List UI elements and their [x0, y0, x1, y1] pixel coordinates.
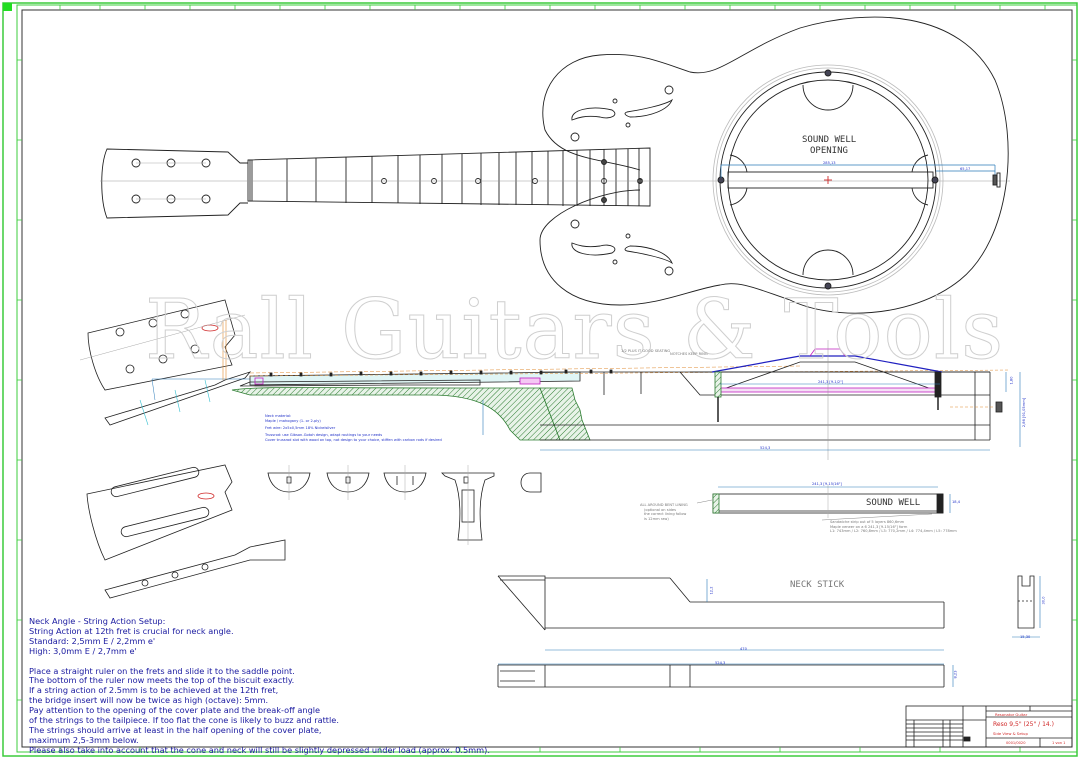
dim-side-total: 524,3: [760, 446, 771, 450]
notes-line: maximum 2,5-3mm below.: [29, 734, 139, 745]
title-block: [905, 705, 1073, 748]
notes-line: The strings should arrive at least in th…: [29, 724, 322, 735]
dim-tail: 65,17: [960, 167, 971, 171]
neck-stick: [497, 575, 1041, 688]
dim-neck-thickness: 8,23: [953, 670, 958, 679]
neck-note: Cover trussrod slot with wood on top, no…: [265, 438, 442, 442]
sound-well-section-label: SOUND WELL: [866, 498, 921, 508]
bent-lining-callout: ALL AROUND BENT LINING (optional on side…: [640, 503, 688, 521]
notes-line: the bridge insert will now be twice as h…: [29, 695, 269, 706]
notes-line: Please also take into account that the c…: [29, 744, 490, 755]
neck-note: Trussrod: use Gibson-Gotoh design, adapt…: [265, 433, 383, 437]
notes-line: If a string action of 2.5mm is to be ach…: [29, 685, 279, 696]
neck-notes: Neck material: Maple / mahogany (1- or 2…: [265, 414, 442, 443]
dim-neck-length: 470: [740, 647, 747, 651]
notes-line: High: 3,0mm E / 2,7mm e': [29, 645, 137, 656]
dim-well-width: 285,13: [823, 161, 836, 165]
title-block-drawing-no: 0001/0020: [1006, 741, 1026, 745]
dim-depth: 2,86 [91,05mm]: [1022, 397, 1027, 428]
callout-good-seating: 1/2 PLUS IT GOOD SEATING: [621, 349, 671, 353]
notes-line: of the strings to the tailpiece. If too …: [29, 715, 339, 726]
neck-note: Fret wire: 2x5x0,5mm 18% Nickelsilver: [265, 426, 336, 430]
dim-neck-total: 524,3: [715, 661, 726, 665]
notes-line: Place a straight ruler on the frets and …: [29, 665, 295, 676]
dim-end-height: 30,0: [1041, 596, 1046, 605]
dim-neck-height: 12,2: [709, 586, 714, 595]
dim-sound-well-height: 18,4: [952, 500, 961, 504]
callout-line: ALL AROUND BENT LINING: [640, 503, 688, 507]
sandwich-strip-callout: Sandwiche strip out of 5 layers 860,6mm …: [830, 520, 957, 534]
notes-line: Standard: 2,5mm E / 2,2mm e': [29, 635, 156, 646]
guitar-top-view: [100, 16, 1010, 314]
dim-cone: 241,3 [9-1/2"]: [818, 380, 844, 384]
dim-sound-well-width: 241,3 [9-15/16"]: [812, 482, 842, 486]
notes-line: The bottom of the ruler now meets the to…: [29, 675, 295, 686]
parts-details: [86, 464, 542, 599]
sound-well-section: [696, 485, 951, 521]
callout-line: (optional on sides: [644, 507, 676, 512]
neck-stick-label: NECK STICK: [790, 580, 845, 590]
watermark: Rall Guitars & Tools: [144, 283, 1005, 379]
notes-line: Pay attention to the opening of the cove…: [29, 705, 321, 716]
title-block-subtitle: Side View & Setup: [993, 731, 1028, 736]
setup-notes: Neck Angle - String Action Setup: String…: [29, 616, 490, 756]
sound-well-label: SOUND WELL: [802, 135, 857, 145]
callout-line: L1: 743mm / L2: 760,8mm / L3: 770,2mm / …: [830, 529, 957, 534]
dim-end-width: 15,30: [1020, 635, 1031, 639]
neck-note: Neck material:: [265, 414, 292, 418]
sound-well-opening-label: OPENING: [810, 146, 848, 156]
neck-note: Maple / mahogany (1- or 2-ply): [265, 419, 321, 423]
notes-title: Neck Angle - String Action Setup:: [29, 616, 166, 626]
callout-line: Sandwiche strip out of 5 layers 860,6mm: [830, 520, 905, 524]
guitar-side-view: [79, 299, 1021, 460]
callout-line: Maple veneer on a 6 241,3 [9-15/16"] for…: [830, 524, 908, 529]
notes-line: String Action at 12th fret is crucial fo…: [29, 625, 234, 636]
dim-depth-small: 1,80: [1009, 376, 1014, 385]
title-block-project: Resonator Guitar: [995, 712, 1028, 717]
callout-line: the correct lining follow: [644, 512, 687, 517]
callout-notches: NOTCHES KEEP RING: [670, 352, 708, 356]
title-block-title: Reso 9,5" (25" / 14.): [993, 721, 1054, 728]
title-block-sheet: 1 von 1: [1052, 741, 1066, 745]
callout-line: is 12mm raw): [644, 516, 669, 521]
